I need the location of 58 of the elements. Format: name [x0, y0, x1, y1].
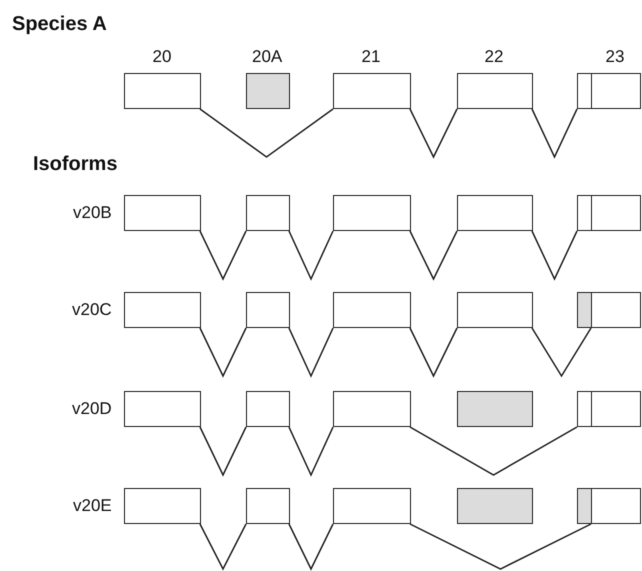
exon-box: [577, 391, 592, 427]
splice-line: [531, 230, 578, 281]
splice-line: [409, 230, 458, 281]
shaded-exon-box: [246, 73, 290, 109]
exon-box: [591, 195, 641, 231]
splice-line: [531, 328, 592, 378]
exon-box: [457, 292, 533, 328]
shaded-exon-box: [577, 292, 592, 328]
exon-box: [333, 195, 411, 231]
exon-box: [457, 73, 533, 109]
splice-line: [288, 328, 334, 378]
splice-line: [410, 523, 592, 570]
exon-box: [246, 391, 290, 427]
exon-box: [333, 73, 411, 109]
exon-box: [124, 488, 201, 524]
section-heading: Isoforms: [33, 154, 118, 174]
isoform-label: v20C: [72, 301, 112, 318]
splice-line: [410, 426, 578, 476]
exon-number: 22: [484, 48, 504, 65]
exon-box: [333, 292, 411, 328]
splice-line: [288, 426, 334, 477]
splice-line: [409, 108, 458, 159]
exon-box: [333, 391, 411, 427]
exon-box: [124, 73, 201, 109]
exon-box: [246, 292, 290, 328]
splice-line: [200, 108, 334, 158]
exon-number: 23: [606, 48, 624, 65]
splice-line: [199, 426, 247, 477]
exon-box: [577, 73, 592, 109]
isoform-label: v20E: [73, 497, 112, 514]
splice-line: [199, 328, 247, 378]
splice-line: [199, 524, 247, 571]
shaded-exon-box: [457, 391, 533, 427]
exon-box: [591, 292, 641, 328]
exon-box: [577, 195, 592, 231]
splice-line: [199, 230, 247, 281]
exon-box: [591, 488, 641, 524]
exon-box: [591, 391, 641, 427]
exon-number: 20: [152, 48, 172, 65]
exon-box: [246, 488, 290, 524]
shaded-exon-box: [457, 488, 533, 524]
isoform-label: v20D: [72, 400, 112, 417]
exon-box: [124, 391, 201, 427]
exon-box: [246, 195, 290, 231]
exon-box: [457, 195, 533, 231]
exon-box: [333, 488, 411, 524]
splice-line: [531, 108, 578, 159]
exon-box: [124, 292, 201, 328]
exon-box: [124, 195, 201, 231]
splice-line: [288, 524, 334, 571]
splice-line: [288, 230, 334, 281]
shaded-exon-box: [577, 488, 592, 524]
exon-number: 20A: [252, 48, 282, 65]
exon-box: [591, 73, 641, 109]
isoform-label: v20B: [73, 204, 112, 221]
exon-number: 21: [362, 48, 380, 65]
splice-line: [409, 328, 458, 378]
section-heading: Species A: [12, 14, 107, 34]
